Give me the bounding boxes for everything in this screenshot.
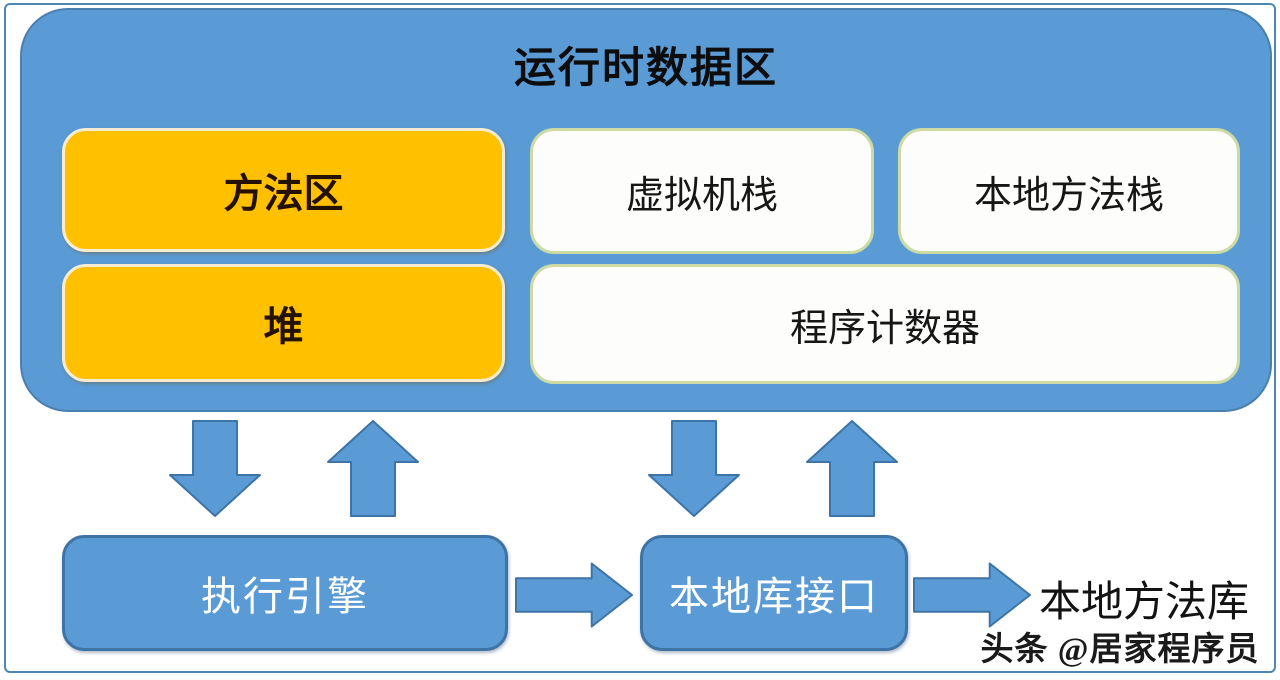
native-method-stack-box: 本地方法栈: [898, 128, 1240, 254]
execution-engine-label: 执行引擎: [201, 574, 369, 619]
watermark: 头条 @居家程序员: [980, 632, 1260, 668]
program-counter-label: 程序计数器: [789, 307, 980, 350]
arrow-right-icon: [913, 562, 1031, 628]
vm-stack-box: 虚拟机栈: [530, 128, 874, 254]
method-area-label: 方法区: [223, 171, 344, 216]
native-method-library-label: 本地方法库: [1038, 580, 1249, 626]
native-library-interface-box: 本地库接口: [640, 535, 908, 651]
heap-box: 堆: [62, 264, 505, 382]
native-method-stack-label: 本地方法栈: [973, 174, 1164, 217]
program-counter-box: 程序计数器: [530, 264, 1240, 384]
method-area-box: 方法区: [62, 128, 505, 252]
execution-engine-box: 执行引擎: [62, 535, 508, 651]
arrow-down-icon: [648, 420, 740, 517]
native-library-interface-label: 本地库接口: [669, 574, 879, 619]
arrow-up-icon: [806, 420, 898, 517]
arrow-right-icon: [515, 562, 633, 628]
arrow-up-icon: [327, 420, 419, 517]
arrow-down-icon: [169, 420, 261, 517]
runtime-data-area-title: 运行时数据区: [513, 46, 778, 92]
vm-stack-label: 虚拟机栈: [625, 174, 778, 217]
heap-label: 堆: [263, 304, 304, 349]
